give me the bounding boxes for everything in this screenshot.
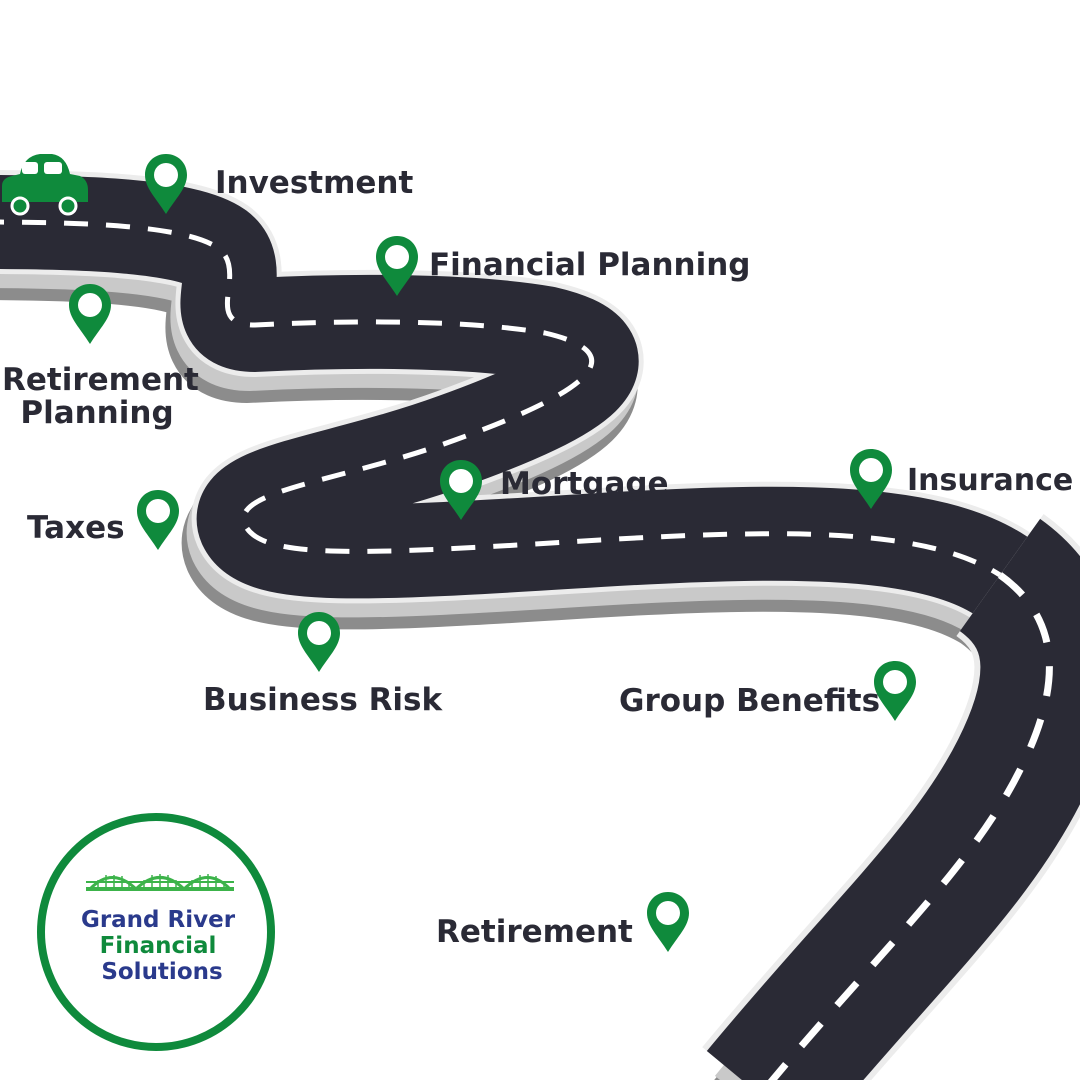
stop-label-retirement-planning-line-1: Retirement xyxy=(2,362,199,398)
car-icon xyxy=(2,154,88,216)
stop-label-retirement-planning: Retirement Planning xyxy=(2,362,199,431)
road-foreground-section xyxy=(702,514,1080,1080)
stop-label-taxes: Taxes xyxy=(27,510,125,546)
stop-label-investment: Investment xyxy=(215,165,414,201)
stop-label-business-risk: Business Risk xyxy=(203,682,443,718)
business-risk-map-pin-icon xyxy=(298,612,340,672)
retirement-planning-map-pin-icon xyxy=(69,284,111,344)
logo-line-3: Solutions xyxy=(101,959,222,985)
stop-label-mortgage: Mortgage xyxy=(500,466,669,502)
stop-label-financial-planning: Financial Planning xyxy=(429,247,751,283)
stop-label-group-benefits: Group Benefits xyxy=(619,683,881,719)
logo-line-1: Grand River xyxy=(81,907,236,933)
retirement-map-pin-icon xyxy=(647,892,689,952)
logo-line-2: Financial xyxy=(100,933,217,959)
taxes-map-pin-icon xyxy=(137,490,179,550)
bridge-icon xyxy=(86,874,234,891)
stop-label-retirement-planning-line-2: Planning xyxy=(20,395,174,431)
company-logo: Grand River Financial Solutions xyxy=(37,813,275,1051)
stop-label-retirement: Retirement xyxy=(436,914,633,950)
stop-label-insurance: Insurance xyxy=(907,463,1074,498)
group-benefits-map-pin-icon xyxy=(874,661,916,721)
